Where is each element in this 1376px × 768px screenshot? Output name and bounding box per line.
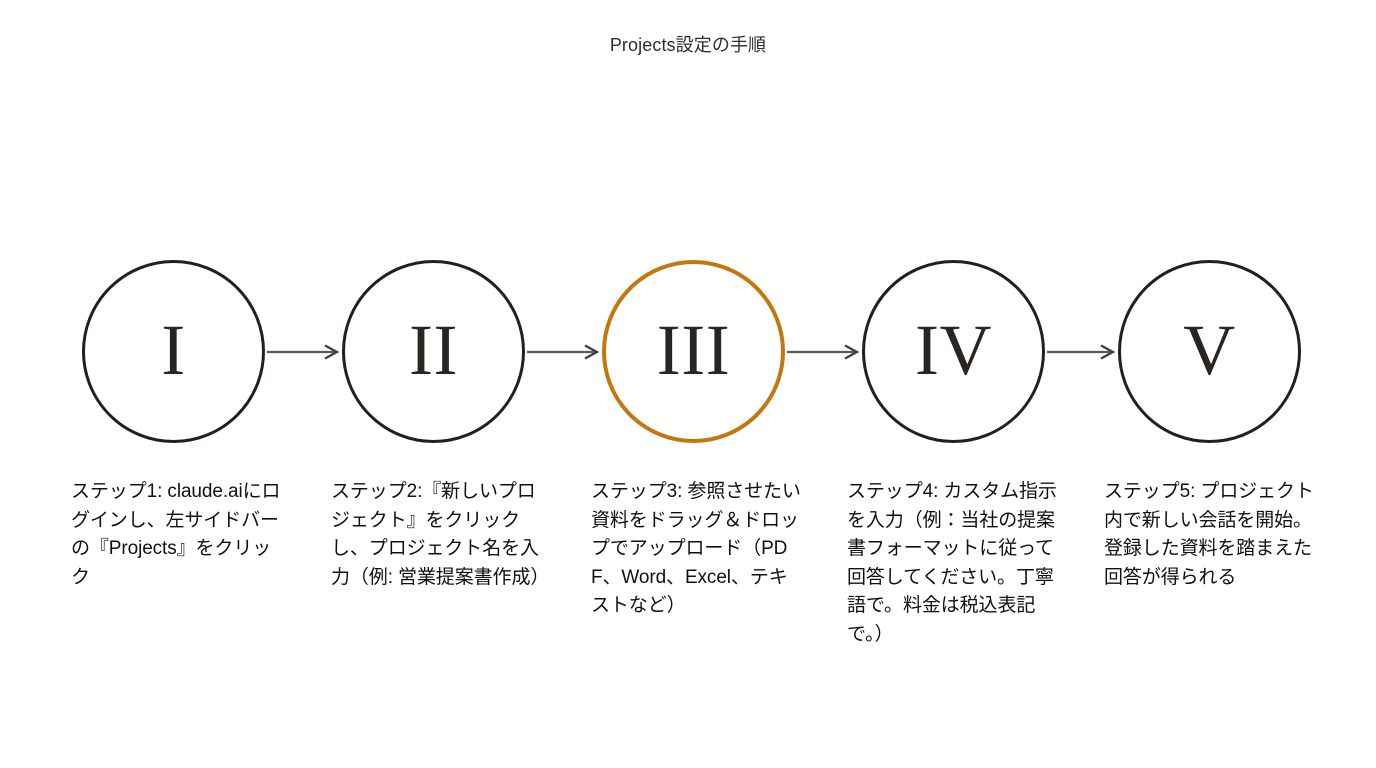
- page-title: Projects設定の手順: [609, 35, 767, 55]
- step-circle-5[interactable]: V: [1118, 260, 1301, 443]
- flow-step-2[interactable]: II: [342, 260, 525, 443]
- step-numeral-4: IV: [915, 309, 992, 390]
- step-circle-1[interactable]: I: [82, 260, 265, 443]
- step-caption-5: ステップ5: プロジェクト内で新しい会話を開始。登録した資料を踏まえた回答が得ら…: [1104, 481, 1314, 588]
- arrow-right-icon-2-to-3: [527, 344, 601, 360]
- step-numeral-2: II: [409, 309, 458, 390]
- flow-step-5[interactable]: V: [1118, 260, 1301, 443]
- step-circle-4[interactable]: IV: [862, 260, 1045, 443]
- step-caption-2: ステップ2:『新しいプロジェクト』をクリックし、プロジェクト名を入力（例: 営業…: [331, 481, 550, 588]
- flow-step-4[interactable]: IV: [862, 260, 1045, 443]
- arrow-right-icon-1-to-2: [267, 344, 341, 360]
- step-numeral-5: V: [1183, 309, 1236, 390]
- step-caption-1: ステップ1: claude.aiにログインし、左サイドバーの『Projects』…: [71, 481, 281, 588]
- step-numeral-1: I: [161, 309, 186, 390]
- arrow-right-icon-3-to-4: [787, 344, 861, 360]
- step-circle-2[interactable]: II: [342, 260, 525, 443]
- step-numeral-3: III: [656, 309, 731, 390]
- step-circle-3-highlighted[interactable]: III: [602, 260, 785, 443]
- step-caption-3: ステップ3: 参照させたい資料をドラッグ＆ドロップでアップロード（PDF、Wor…: [591, 481, 801, 616]
- arrow-right-icon-4-to-5: [1047, 344, 1117, 360]
- flow-step-3[interactable]: III: [602, 260, 785, 443]
- step-caption-4: ステップ4: カスタム指示を入力（例：当社の提案書フォーマットに従って回答してく…: [847, 481, 1057, 645]
- flow-step-1[interactable]: I: [82, 260, 265, 443]
